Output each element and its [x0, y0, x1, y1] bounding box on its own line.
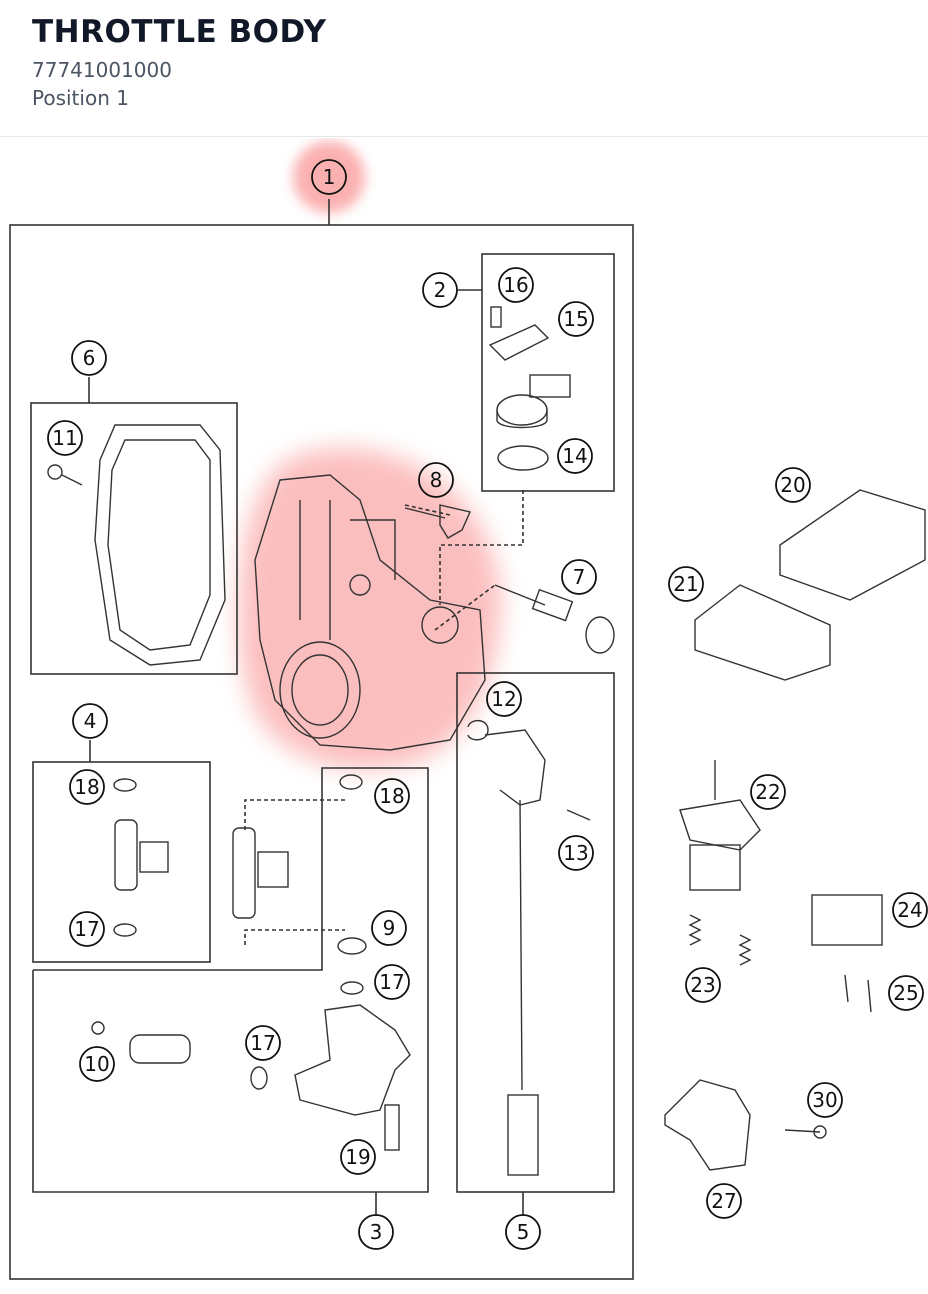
frame-group-3 — [32, 767, 429, 1193]
callout-13[interactable]: 13 — [563, 841, 588, 865]
callout-16[interactable]: 16 — [503, 273, 528, 297]
callout-25[interactable]: 25 — [893, 981, 918, 1005]
callout-circles — [47, 159, 928, 1250]
callout-18b[interactable]: 18 — [379, 784, 404, 808]
callout-labels: 1 2 3 4 5 6 7 8 9 10 11 12 13 14 15 16 1… — [52, 165, 922, 1244]
position-label: Position 1 — [32, 86, 129, 110]
callout-22[interactable]: 22 — [755, 780, 780, 804]
cable-part-5[interactable] — [484, 729, 546, 1176]
callout-19[interactable]: 19 — [345, 1145, 370, 1169]
part-11-bolt[interactable] — [47, 464, 83, 486]
callout-17a[interactable]: 17 — [74, 917, 99, 941]
callout-20[interactable]: 20 — [780, 473, 805, 497]
callout-7[interactable]: 7 — [573, 565, 586, 589]
page-header: THROTTLE BODY 77741001000 Position 1 — [0, 0, 928, 137]
part-10-sensor[interactable] — [91, 1021, 191, 1064]
part-18-washer-a[interactable] — [113, 778, 137, 792]
injector-part-4[interactable] — [114, 819, 169, 891]
part-12-clip[interactable] — [467, 719, 489, 741]
callout-8[interactable]: 8 — [430, 468, 443, 492]
part-13-screw[interactable] — [566, 809, 591, 821]
callout-6[interactable]: 6 — [83, 346, 96, 370]
part-19-pin[interactable] — [384, 1104, 400, 1151]
callout-17c[interactable]: 17 — [250, 1031, 275, 1055]
part-22-sensor[interactable] — [679, 760, 761, 891]
part-23-springs[interactable] — [688, 914, 752, 966]
callout-9[interactable]: 9 — [383, 916, 396, 940]
callout-30[interactable]: 30 — [812, 1088, 837, 1112]
part-7-shaft[interactable] — [494, 584, 615, 654]
frame-cover-6 — [30, 402, 238, 675]
assembly-frames — [9, 199, 634, 1280]
sensor-part[interactable] — [496, 374, 571, 429]
callout-14[interactable]: 14 — [562, 444, 587, 468]
frame-cable-5 — [456, 672, 615, 1193]
frame-sensor-2 — [481, 253, 615, 492]
part-6-cover[interactable] — [94, 424, 226, 666]
part-8-screw[interactable] — [404, 504, 471, 539]
callout-10[interactable]: 10 — [84, 1052, 109, 1076]
part-27-cap[interactable] — [664, 1079, 751, 1171]
part-15-clip[interactable] — [488, 324, 550, 361]
callout-1[interactable]: 1 — [323, 165, 336, 189]
part-30-screw[interactable] — [784, 1125, 827, 1139]
exploded-parts-diagram: 1 2 3 4 5 6 7 8 9 10 11 12 13 14 15 16 1… — [0, 138, 928, 1290]
part-number: 77741001000 — [32, 58, 172, 82]
part-9-washer[interactable] — [337, 937, 367, 955]
callout-15[interactable]: 15 — [563, 307, 588, 331]
part-20-ecu[interactable] — [779, 489, 926, 601]
part-3-bracket[interactable] — [294, 1004, 411, 1116]
part-21-module[interactable] — [694, 584, 831, 681]
callout-21[interactable]: 21 — [673, 572, 698, 596]
frame-assembly-1 — [9, 224, 634, 1280]
highlight-callout-1[interactable] — [293, 141, 365, 213]
parts-drawings — [47, 306, 926, 1176]
part-16-screw[interactable] — [490, 306, 502, 328]
callout-5[interactable]: 5 — [517, 1220, 530, 1244]
page-title: THROTTLE BODY — [32, 14, 327, 50]
callout-24[interactable]: 24 — [897, 898, 922, 922]
callout-18a[interactable]: 18 — [74, 775, 99, 799]
part-14-oring[interactable] — [497, 445, 549, 471]
injector-part-3[interactable] — [232, 827, 289, 919]
callout-3[interactable]: 3 — [370, 1220, 383, 1244]
part-24-connector[interactable] — [811, 894, 883, 946]
callout-17b[interactable]: 17 — [379, 970, 404, 994]
part-17-oring-c[interactable] — [250, 1066, 268, 1090]
callout-12[interactable]: 12 — [491, 687, 516, 711]
callout-23[interactable]: 23 — [690, 973, 715, 997]
part-25-pins[interactable] — [844, 974, 872, 1013]
highlight-throttle-body[interactable] — [238, 448, 501, 769]
callout-2[interactable]: 2 — [434, 278, 447, 302]
callout-27[interactable]: 27 — [711, 1189, 736, 1213]
diagram-canvas: 1 2 3 4 5 6 7 8 9 10 11 12 13 14 15 16 1… — [9, 141, 928, 1280]
part-18-washer-b[interactable] — [339, 774, 363, 790]
frame-injector-4 — [32, 761, 211, 963]
part-17-oring-a[interactable] — [113, 923, 137, 937]
part-17-oring-b[interactable] — [340, 981, 364, 995]
callout-11[interactable]: 11 — [52, 426, 77, 450]
throttle-body-part[interactable] — [254, 474, 486, 751]
callout-4[interactable]: 4 — [84, 709, 97, 733]
